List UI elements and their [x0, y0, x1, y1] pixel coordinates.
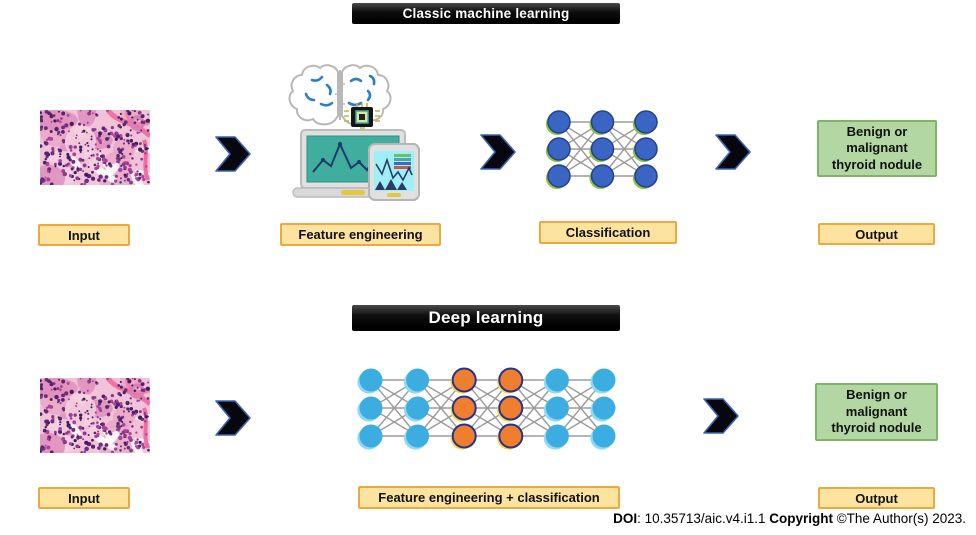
result-line: Benign or [846, 387, 907, 403]
label-output-deep: Output [818, 487, 935, 509]
histology-input-image-classic [40, 110, 150, 185]
label-feature-engineering: Feature engineering [280, 223, 441, 246]
deep-learning-network [357, 367, 616, 450]
label-input-classic: Input [38, 224, 130, 246]
copyright-label: Copyright [769, 511, 833, 526]
tablet-icon [368, 143, 420, 201]
label-feature-engineering-classification: Feature engineering + classification [358, 486, 620, 509]
citation-footer: DOI: 10.35713/aic.v4.i1.1 Copyright ©The… [613, 511, 966, 526]
result-line: malignant [845, 403, 908, 419]
result-line: Benign or [846, 123, 908, 139]
doi-value: : 10.35713/aic.v4.i1.1 [637, 511, 770, 526]
result-line: malignant [846, 140, 908, 156]
banner-classic-ml: Classic machine learning [352, 3, 620, 24]
result-box-classic: Benign or malignant thyroid nodule [817, 120, 937, 177]
result-box-deep: Benign or malignant thyroid nodule [815, 383, 938, 441]
arrow-icon-4 [215, 400, 251, 436]
arrow-icon-3 [715, 134, 751, 170]
copyright-value: ©The Author(s) 2023. [832, 511, 966, 526]
feature-engineering-illustration [288, 64, 420, 201]
arrow-icon-2 [480, 134, 516, 170]
arrow-icon-1 [215, 136, 251, 172]
label-output-classic: Output [818, 223, 935, 245]
doi-label: DOI [613, 511, 638, 526]
result-line: thyroid nodule [831, 156, 923, 172]
arrow-icon-5 [703, 398, 739, 434]
label-input-deep: Input [38, 487, 130, 509]
histology-input-image-deep [40, 378, 150, 453]
legend-stripes [394, 154, 411, 169]
banner-deep-learning: Deep learning [352, 305, 620, 331]
label-classification: Classification [539, 221, 677, 244]
result-line: thyroid nodule [831, 420, 922, 436]
classification-network [545, 110, 658, 190]
